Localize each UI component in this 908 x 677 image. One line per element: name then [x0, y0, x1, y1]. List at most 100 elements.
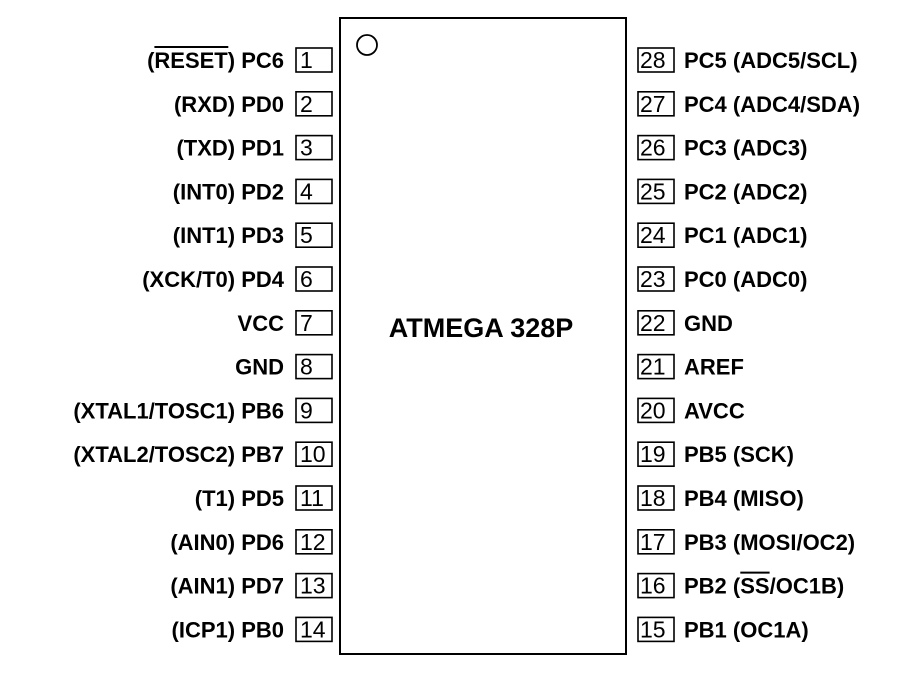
pin-number: 11 — [300, 485, 324, 511]
pin-label-part: (RXD) PD0 — [174, 92, 284, 117]
pin-label: GND — [235, 355, 284, 380]
pin-label: PB1 (OC1A) — [684, 617, 809, 642]
pin-box — [637, 309, 675, 336]
pin-row: 4(INT0) PD2 — [173, 178, 333, 204]
chip-title: ATMEGA 328P — [389, 313, 574, 343]
pin-box — [637, 528, 675, 555]
pin-label-part: PC2 (ADC2) — [684, 179, 807, 204]
pin-row: 24 PC1 (ADC1) — [637, 222, 807, 248]
pin-label-part: (INT1) PD3 — [173, 223, 284, 248]
pin-label: PB4 (MISO) — [684, 486, 804, 511]
pin-number: 21 — [640, 354, 666, 380]
pin-number: 24 — [640, 222, 666, 248]
pin-box — [637, 134, 675, 161]
pin-number: 6 — [300, 266, 313, 292]
pin-label-part: (TXD) PD1 — [176, 136, 284, 161]
pin-label: (T1) PD5 — [195, 486, 284, 511]
pin-row: 6 (XCK/T0) PD4 — [142, 266, 333, 292]
pin-box — [637, 616, 675, 643]
pin-label-active-low: SS — [740, 574, 769, 599]
pin-label-part: (XCK/T0) PD4 — [142, 267, 285, 292]
pin-box — [637, 397, 675, 424]
pin-row: 11 (T1) PD5 — [195, 485, 333, 511]
pin-label-part: PC0 (ADC0) — [684, 267, 807, 292]
pin-label-part: VCC — [238, 311, 285, 336]
pin-label-part: GND — [235, 355, 284, 380]
pin-row: 8 GND — [235, 353, 333, 380]
pin-label-part: (XTAL1/TOSC1) PB6 — [73, 398, 284, 423]
pin-box — [295, 397, 333, 424]
pin-row: 5 (INT1) PD3 — [173, 222, 333, 248]
pin-row: 22 GND — [637, 309, 733, 336]
pin-number: 10 — [300, 441, 326, 467]
pin-number: 27 — [640, 91, 666, 117]
pin-label-part: AVCC — [684, 398, 745, 423]
pin-number: 9 — [300, 397, 313, 423]
pin-box — [637, 572, 675, 599]
pin-box — [637, 485, 675, 511]
pin-number: 14 — [300, 616, 326, 642]
pin-number: 16 — [640, 573, 666, 599]
pin-label: PC5 (ADC5/SCL) — [684, 48, 858, 73]
pin-row: 14 (ICP1) PB0 — [172, 616, 333, 642]
pin-label: (RXD) PD0 — [174, 92, 284, 117]
pin-label: (RESET) PC6 — [147, 48, 284, 73]
pin-box — [295, 47, 333, 73]
pin-box — [295, 309, 333, 336]
pin-label: (AIN1) PD7 — [170, 574, 284, 599]
pin-number: 26 — [640, 135, 666, 161]
pin-number: 5 — [300, 222, 313, 248]
pin-number: 25 — [640, 178, 666, 204]
pin-box — [637, 47, 675, 73]
pin-label: GND — [684, 311, 733, 336]
pin-number: 13 — [300, 573, 326, 599]
pin-row: 2 (RXD) PD0 — [174, 91, 333, 117]
pin-label: PC4 (ADC4/SDA) — [684, 92, 860, 117]
pin-box — [295, 353, 333, 380]
pin-label-part: (XTAL2/TOSC2) PB7 — [73, 442, 284, 467]
pin-label: (TXD) PD1 — [176, 136, 284, 161]
pin-number: 12 — [300, 529, 326, 555]
pin-label: PC1 (ADC1) — [684, 223, 807, 248]
pin-label: PC3 (ADC3) — [684, 136, 807, 161]
pin-row: 12(AIN0) PD6 — [170, 529, 333, 555]
pin-row: 26 PC3 (ADC3) — [637, 134, 807, 161]
pin-row: 9 (XTAL1/TOSC1) PB6 — [73, 397, 333, 424]
pin-label-part: PC3 (ADC3) — [684, 136, 807, 161]
pin-number: 2 — [300, 91, 313, 117]
pin-row: 10 (XTAL2/TOSC2) PB7 — [73, 441, 333, 468]
pin-number: 17 — [640, 529, 666, 555]
pin-label: (INT1) PD3 — [173, 223, 284, 248]
pin-box — [637, 222, 675, 248]
pin-row: 25 PC2 (ADC2) — [637, 178, 807, 204]
pin-label-part: ( — [147, 48, 155, 73]
pin-label-active-low: RESET — [154, 48, 228, 73]
pin-number: 23 — [640, 266, 666, 292]
pin-box — [637, 353, 675, 380]
pin-label-part: PC4 (ADC4/SDA) — [684, 92, 860, 117]
pin-number: 8 — [300, 354, 313, 380]
pin-label-part: PB2 ( — [684, 574, 741, 599]
pin-box — [295, 572, 333, 599]
pin-box — [295, 441, 333, 468]
pin-label: (ICP1) PB0 — [172, 617, 284, 642]
pin-box — [295, 485, 333, 511]
pin-label-part: PB4 (MISO) — [684, 486, 804, 511]
pin-label: PB3 (MOSI/OC2) — [684, 530, 855, 555]
pin-number: 22 — [640, 310, 666, 336]
pin-number: 20 — [640, 397, 666, 423]
pin-label: PB5 (SCK) — [684, 442, 794, 467]
pin-row: 17 PB3 (MOSI/OC2) — [637, 528, 855, 555]
pin-row: 23 PC0 (ADC0) — [637, 266, 807, 292]
pin-label-part: (T1) PD5 — [195, 486, 284, 511]
pin-box — [295, 134, 333, 161]
pin-label-part: /OC1B) — [770, 574, 845, 599]
pin-box — [295, 222, 333, 248]
pin-row: 1(RESET) PC6 — [147, 46, 333, 73]
pin-box — [295, 91, 333, 117]
